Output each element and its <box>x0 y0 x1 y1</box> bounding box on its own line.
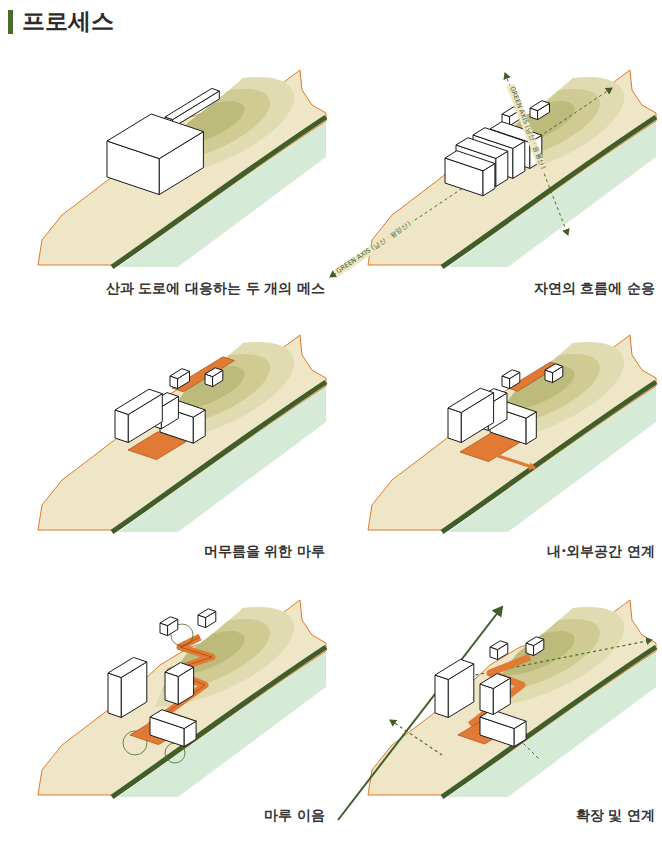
title-bar <box>8 10 13 34</box>
page-title: 프로세스 <box>22 6 114 37</box>
step-caption: 내·외부공간 연계 <box>547 543 655 561</box>
step-caption: 머무름을 위한 마루 <box>204 543 325 561</box>
step-caption: 마루 이음 <box>264 807 325 825</box>
step-caption: 확장 및 연계 <box>576 807 655 825</box>
step-caption: 자연의 흐름에 순응 <box>534 280 655 298</box>
step-caption: 산과 도로에 대응하는 두 개의 메스 <box>106 280 326 298</box>
